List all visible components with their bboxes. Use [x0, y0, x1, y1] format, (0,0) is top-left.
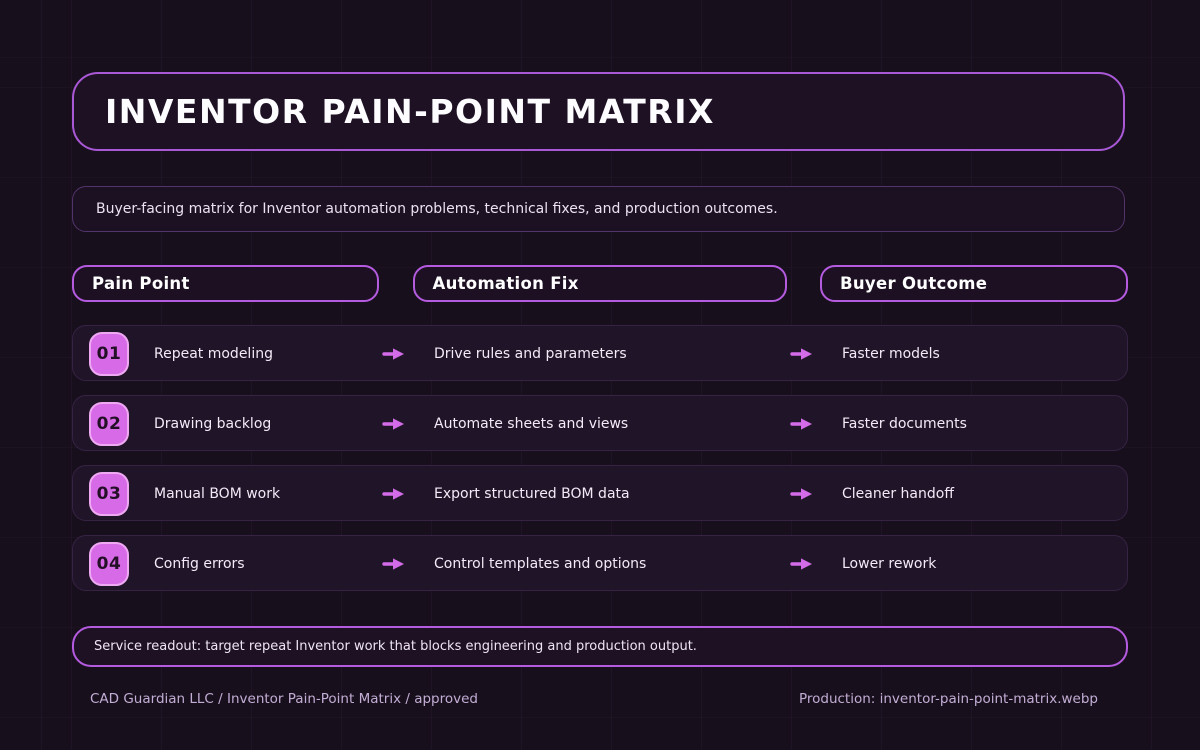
service-readout-banner: Service readout: target repeat Inventor … — [72, 626, 1128, 667]
page-title: INVENTOR PAIN-POINT MATRIX — [105, 92, 715, 131]
pain-point-cell: Config errors — [154, 556, 245, 572]
matrix-row-1: 01 Repeat modeling Drive rules and param… — [72, 325, 1128, 381]
service-readout-text: Service readout: target repeat Inventor … — [94, 639, 697, 654]
arrow-right-icon — [789, 396, 815, 452]
automation-fix-cell: Export structured BOM data — [434, 486, 630, 502]
automation-fix-cell: Automate sheets and views — [434, 416, 629, 432]
subtitle-banner: Buyer-facing matrix for Inventor automat… — [72, 186, 1125, 232]
arrow-right-icon — [789, 466, 815, 522]
buyer-outcome-cell: Faster models — [842, 346, 940, 362]
column-header-buyer-outcome: Buyer Outcome — [820, 265, 1128, 302]
footer: CAD Guardian LLC / Inventor Pain-Point M… — [72, 689, 1128, 709]
buyer-outcome-cell: Lower rework — [842, 556, 937, 572]
pain-point-cell: Manual BOM work — [154, 486, 281, 502]
arrow-right-icon — [789, 536, 815, 592]
arrow-right-icon — [381, 396, 407, 452]
pain-point-cell: Repeat modeling — [154, 346, 273, 362]
title-banner: INVENTOR PAIN-POINT MATRIX — [72, 72, 1125, 151]
row-number-badge: 03 — [89, 472, 129, 516]
matrix-row-2: 02 Drawing backlog Automate sheets and v… — [72, 395, 1128, 451]
arrow-right-icon — [789, 326, 815, 382]
arrow-right-icon — [381, 536, 407, 592]
arrow-right-icon — [381, 466, 407, 522]
automation-fix-cell: Control templates and options — [434, 556, 647, 572]
footer-attribution: CAD Guardian LLC / Inventor Pain-Point M… — [90, 691, 478, 707]
row-number-badge: 01 — [89, 332, 129, 376]
buyer-outcome-cell: Cleaner handoff — [842, 486, 954, 502]
pain-point-cell: Drawing backlog — [154, 416, 272, 432]
arrow-right-icon — [381, 326, 407, 382]
automation-fix-cell: Drive rules and parameters — [434, 346, 627, 362]
buyer-outcome-cell: Faster documents — [842, 416, 967, 432]
column-header-automation-fix: Automation Fix — [412, 265, 787, 302]
matrix-row-3: 03 Manual BOM work Export structured BOM… — [72, 465, 1128, 521]
subtitle-text: Buyer-facing matrix for Inventor automat… — [96, 201, 778, 217]
footer-production-filename: Production: inventor-pain-point-matrix.w… — [798, 691, 1098, 707]
row-number-badge: 02 — [89, 402, 129, 446]
row-number-badge: 04 — [89, 542, 129, 586]
column-headers: Pain Point Automation Fix Buyer Outcome — [72, 265, 1128, 302]
column-header-pain-point: Pain Point — [72, 265, 379, 302]
matrix-row-4: 04 Config errors Control templates and o… — [72, 535, 1128, 591]
